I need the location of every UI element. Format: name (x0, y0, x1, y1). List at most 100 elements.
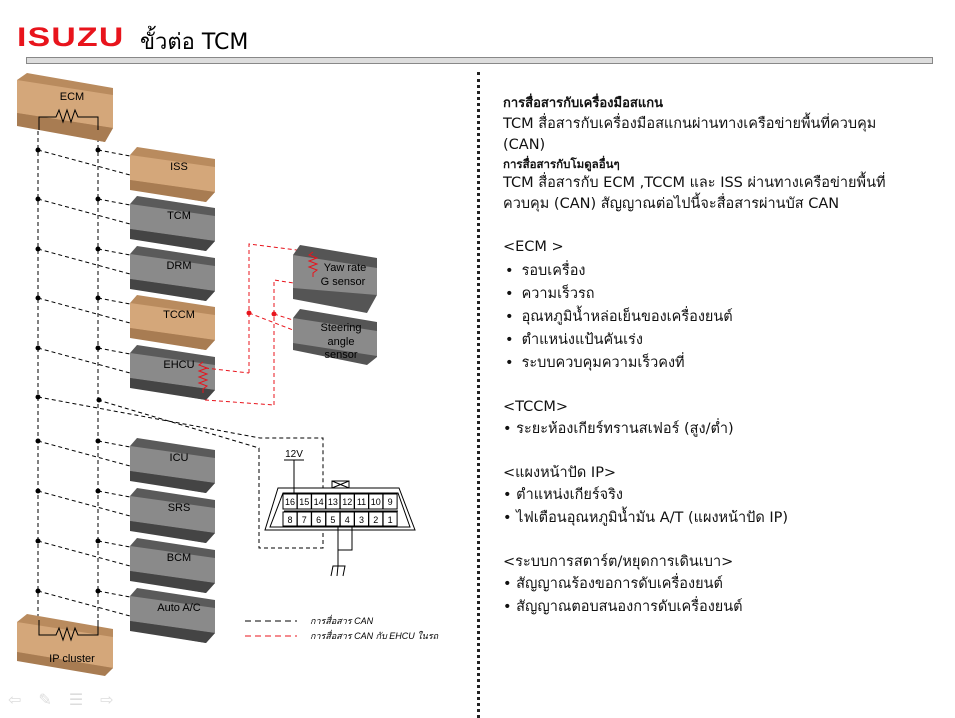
bus-junction (35, 588, 41, 594)
module-ehcu: EHCU (130, 345, 215, 400)
bus-junction (95, 588, 101, 594)
module-autoac: Auto A/C (130, 588, 215, 643)
tccm-section-title: <TCCM> (503, 399, 569, 415)
pin-label: 8 (287, 515, 292, 525)
svg-text:sensor: sensor (324, 349, 357, 361)
yaw-rate-sensor: Yaw rate G sensor (293, 245, 377, 313)
other-text: ควบคุม (CAN) สัญญาณต่อไปนี้จะสื่อสารผ่าน… (503, 196, 840, 212)
list-item: • ตำแหน่งเกียร์จริง (503, 484, 933, 507)
ecm-module: ECM (17, 73, 113, 142)
page-title: ขั้วต่อ TCM (140, 30, 249, 55)
bullet-icon: • (503, 599, 512, 615)
pin-label: 5 (330, 515, 335, 525)
list-item: • ไฟเตือนอุณหภูมิน้ำมัน A/T (แผงหน้าปัด … (503, 507, 933, 530)
next-icon[interactable]: ⇨ (100, 690, 114, 709)
bullet-icon: • (503, 421, 512, 437)
ecm-label: ECM (60, 91, 84, 103)
list-item-text: สัญญาณร้องขอการดับเครื่องยนต์ (516, 576, 723, 592)
other-heading: การสื่อสารกับโมดูลอื่นๆ (503, 157, 620, 171)
module-srs: SRS (130, 488, 215, 543)
previous-icon[interactable]: ⇦ (8, 690, 22, 709)
menu-icon[interactable]: ☰ (68, 690, 84, 709)
bus-junction (95, 295, 101, 301)
pin-label: 12 (342, 497, 352, 507)
list-item: •รอบเครื่อง (503, 260, 933, 283)
bullet-icon: • (505, 332, 514, 348)
module-tcm: TCM (130, 196, 215, 251)
list-item: • ตำแหน่งแป้นคันเร่ง (503, 329, 933, 352)
list-item-text: สัญญาณตอบสนองการดับเครื่องยนต์ (516, 599, 743, 615)
ip-cluster-module: IP cluster (17, 614, 113, 676)
pin-label: 14 (314, 497, 324, 507)
bullet-icon: • (505, 286, 514, 302)
module-label: EHCU (163, 359, 194, 371)
dlc-connector (37, 396, 416, 577)
bullet-icon: • (503, 510, 512, 526)
module-label: Auto A/C (157, 602, 200, 614)
bullet-icon: • (505, 309, 514, 325)
pin-label: 7 (302, 515, 307, 525)
list-item-text: ตำแหน่งแป้นคันเร่ง (521, 332, 643, 348)
bus-junction (35, 345, 41, 351)
header-divider (26, 57, 933, 64)
bus-junction (95, 488, 101, 494)
pin-label: 9 (388, 497, 393, 507)
bullet-icon: • (505, 355, 514, 371)
bullet-icon: • (503, 576, 512, 592)
module-drm: DRM (130, 246, 215, 301)
bus-junction (35, 295, 41, 301)
info-panel: การสื่อสารกับเครื่องมือสแกน TCM สื่อสารก… (503, 93, 933, 619)
bus-junction (35, 438, 41, 444)
list-item: • อุณหภูมิน้ำหล่อเย็นของเครื่องยนต์ (503, 306, 933, 329)
pin-label: 2 (373, 515, 378, 525)
isuzu-logo: ISUZU (17, 22, 125, 52)
bus-junction (35, 488, 41, 494)
list-item-text: รอบเครื่อง (521, 263, 586, 279)
list-item: • ระยะห้องเกียร์ทรานสเฟอร์ (สูง/ต่ำ) (503, 418, 933, 441)
list-item-text: ระยะห้องเกียร์ทรานสเฟอร์ (สูง/ต่ำ) (516, 421, 734, 437)
list-item: • สัญญาณร้องขอการดับเครื่องยนต์ (503, 573, 933, 596)
module-label: BCM (167, 552, 191, 564)
bus-junction (95, 246, 101, 252)
pin-label: 16 (285, 497, 295, 507)
ip-cluster-label: IP cluster (49, 653, 95, 665)
module-label: ISS (170, 161, 188, 173)
module-label: TCM (167, 210, 191, 222)
list-item: •ระบบควบคุมความเร็วคงที่ (503, 352, 933, 375)
bus-junction (35, 246, 41, 252)
list-item-text: อุณหภูมิน้ำหล่อเย็นของเครื่องยนต์ (521, 309, 733, 325)
bus-junction (95, 345, 101, 351)
scan-text: (CAN) (503, 137, 546, 153)
module-iss: ISS (130, 147, 215, 202)
bus-junction (95, 538, 101, 544)
pin-label: 4 (345, 515, 350, 525)
pin-label: 1 (388, 515, 393, 525)
module-bcm: BCM (130, 538, 215, 593)
bus-junction (35, 538, 41, 544)
legend-can: การสื่อสาร CAN (310, 614, 374, 626)
ehcu-resistor-icon (197, 361, 209, 393)
bus-junction (35, 147, 41, 153)
sensor-resistor-icon (307, 251, 319, 277)
termination-resistor-icon (38, 620, 99, 642)
svg-text:Steering: Steering (321, 322, 362, 334)
pin-label: 13 (328, 497, 338, 507)
bullet-icon: • (503, 487, 512, 503)
module-label: SRS (168, 502, 191, 514)
ecm-section-title: <ECM > (503, 239, 564, 255)
legend: การสื่อสาร CAN การสื่อสาร CAN กับ EHCU ใ… (245, 614, 439, 641)
scan-text: TCM สื่อสารกับเครื่องมือสแกนผ่านทางเครือ… (503, 116, 877, 132)
bus-junction (95, 147, 101, 153)
pen-icon[interactable]: ✎ (38, 690, 52, 709)
other-text: TCM สื่อสารกับ ECM ,TCCM และ ISS ผ่านทาง… (503, 175, 886, 191)
list-item: • ความเร็วรถ (503, 283, 933, 306)
scan-heading: การสื่อสารกับเครื่องมือสแกน (503, 96, 663, 111)
svg-text:Yaw rate: Yaw rate (324, 262, 367, 274)
legend-ehcu-can: การสื่อสาร CAN กับ EHCU ในรถ (310, 629, 439, 641)
list-item-text: ความเร็วรถ (521, 286, 595, 302)
pin-label: 10 (371, 497, 381, 507)
column-divider (477, 72, 480, 718)
pin-label: 15 (299, 497, 309, 507)
